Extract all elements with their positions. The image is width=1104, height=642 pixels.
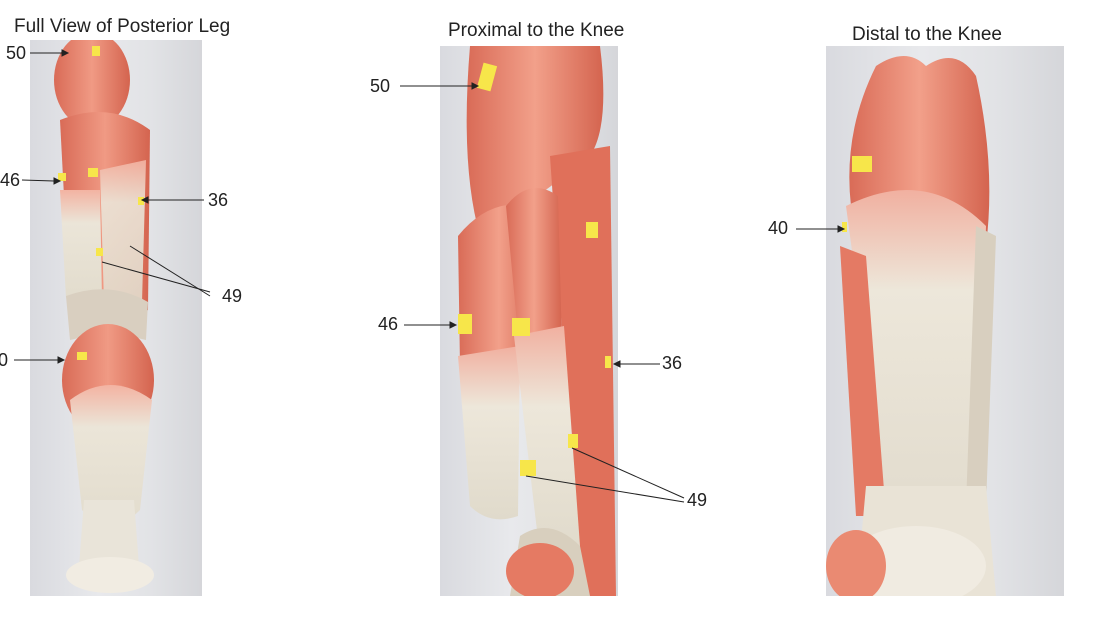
callout-49-full: 49 xyxy=(222,286,243,306)
callout-50-full: 50 xyxy=(6,43,27,63)
panel-title-full-view: Full View of Posterior Leg xyxy=(14,16,231,37)
panel-title-distal: Distal to the Knee xyxy=(852,24,1002,45)
callout-49-proximal: 49 xyxy=(687,490,708,510)
callout-50-proximal: 50 xyxy=(370,76,391,96)
callout-46-proximal: 46 xyxy=(378,314,399,334)
callout-46-full: 46 xyxy=(0,170,21,190)
full-view-leg-photo xyxy=(30,40,202,596)
panel-title-proximal: Proximal to the Knee xyxy=(448,20,625,41)
callout-36-proximal: 36 xyxy=(662,353,683,373)
callout-40-distal: 40 xyxy=(768,218,789,238)
proximal-knee-photo xyxy=(440,46,618,596)
callout-40-full: 40 xyxy=(0,350,9,370)
gluteus-shape xyxy=(54,40,130,128)
callout-36-full: 36 xyxy=(208,190,229,210)
distal-knee-photo xyxy=(826,46,1064,596)
